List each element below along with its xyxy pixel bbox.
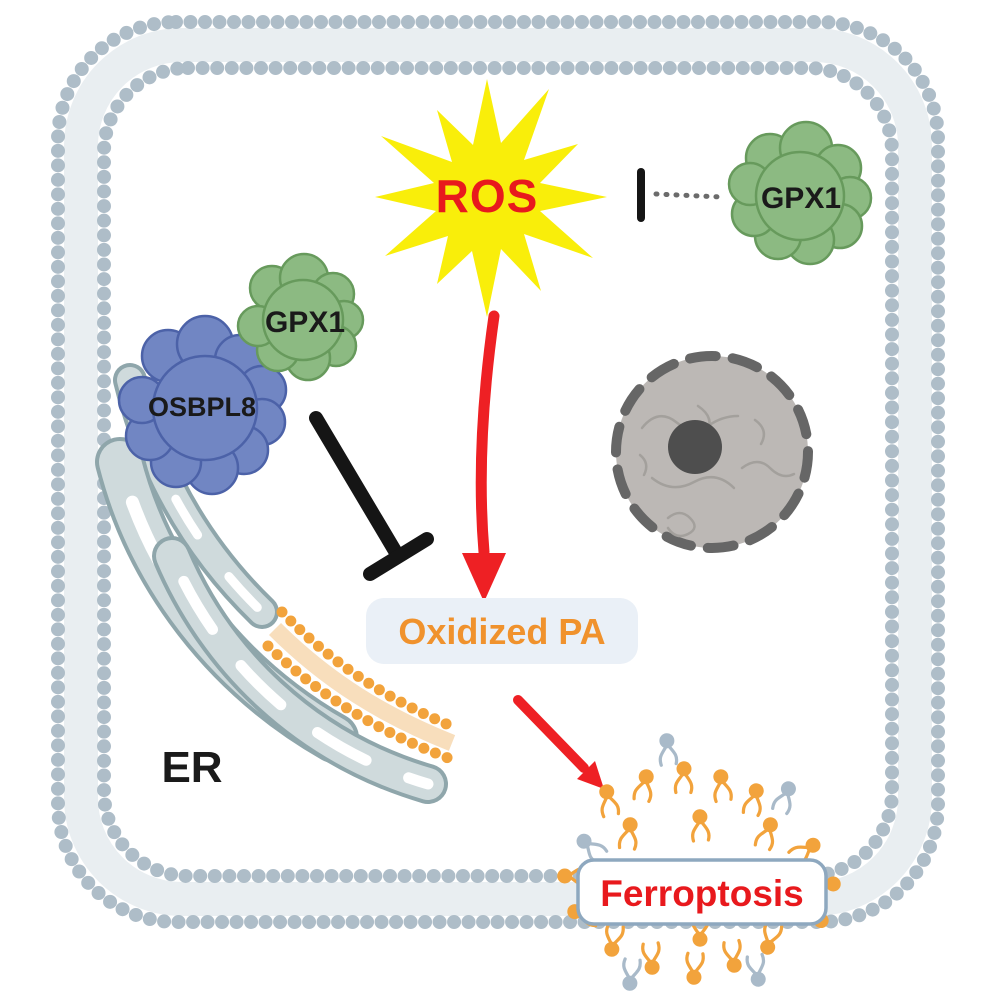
er-label: ER [161,743,222,792]
ros-label: ROS [436,170,539,222]
chromatin-squiggle [638,453,648,477]
inhibition-bar [363,532,434,581]
chromatin-squiggle [753,418,766,446]
oxidized-pa-box: Oxidized PA [366,598,638,664]
ros-star [375,79,607,317]
lipid-head-row [276,606,462,734]
ferroptosis-label: Ferroptosis [600,873,804,914]
plasma-membrane [51,15,945,929]
gpx1-complex-protein [236,252,365,382]
nucleus [611,351,813,553]
gpx1-complex-label: GPX1 [265,306,345,339]
gpx1-free-label: GPX1 [761,182,841,215]
osbpl8-label: OSBPL8 [148,392,256,422]
chromatin-squiggle [650,475,736,490]
chromatin-squiggle [666,511,696,538]
oxpa-to-ferroptosis-arrow [513,695,604,789]
inhibition-shaft [309,411,405,563]
chromatin-squiggle [740,460,796,478]
er-orange-lipid-patch [262,606,462,764]
arrow-head [577,761,604,789]
osbpl8-protein [117,314,288,496]
ros-gpx1-inhibition [637,168,725,222]
oxidized-pa-bg [366,598,638,664]
ros-burst: ROS [375,79,607,317]
dotted-connector [653,191,725,200]
arrow-head [462,553,506,602]
membrane-tail-band [64,28,932,916]
membrane-outer-bead-row [51,15,945,929]
ros-to-oxpa-arrow [462,310,506,602]
gpx1-free-protein [727,120,873,266]
oxidized-pa-label: Oxidized PA [398,611,605,652]
ferroptosis-box: Ferroptosis [576,858,828,926]
ferroptosis-bg [576,858,828,926]
osbpl8-inhibition-tbar [309,411,434,581]
lipid-tail-band [268,622,456,751]
nucleolus [668,420,722,474]
arrow-shaft [475,310,500,558]
er-lumen-slot [166,550,434,790]
osbpl8-gpx1-complex: GPX1 OSBPL8 [117,252,365,496]
arrow-shaft [513,695,589,773]
lipid-head-row [262,640,454,764]
